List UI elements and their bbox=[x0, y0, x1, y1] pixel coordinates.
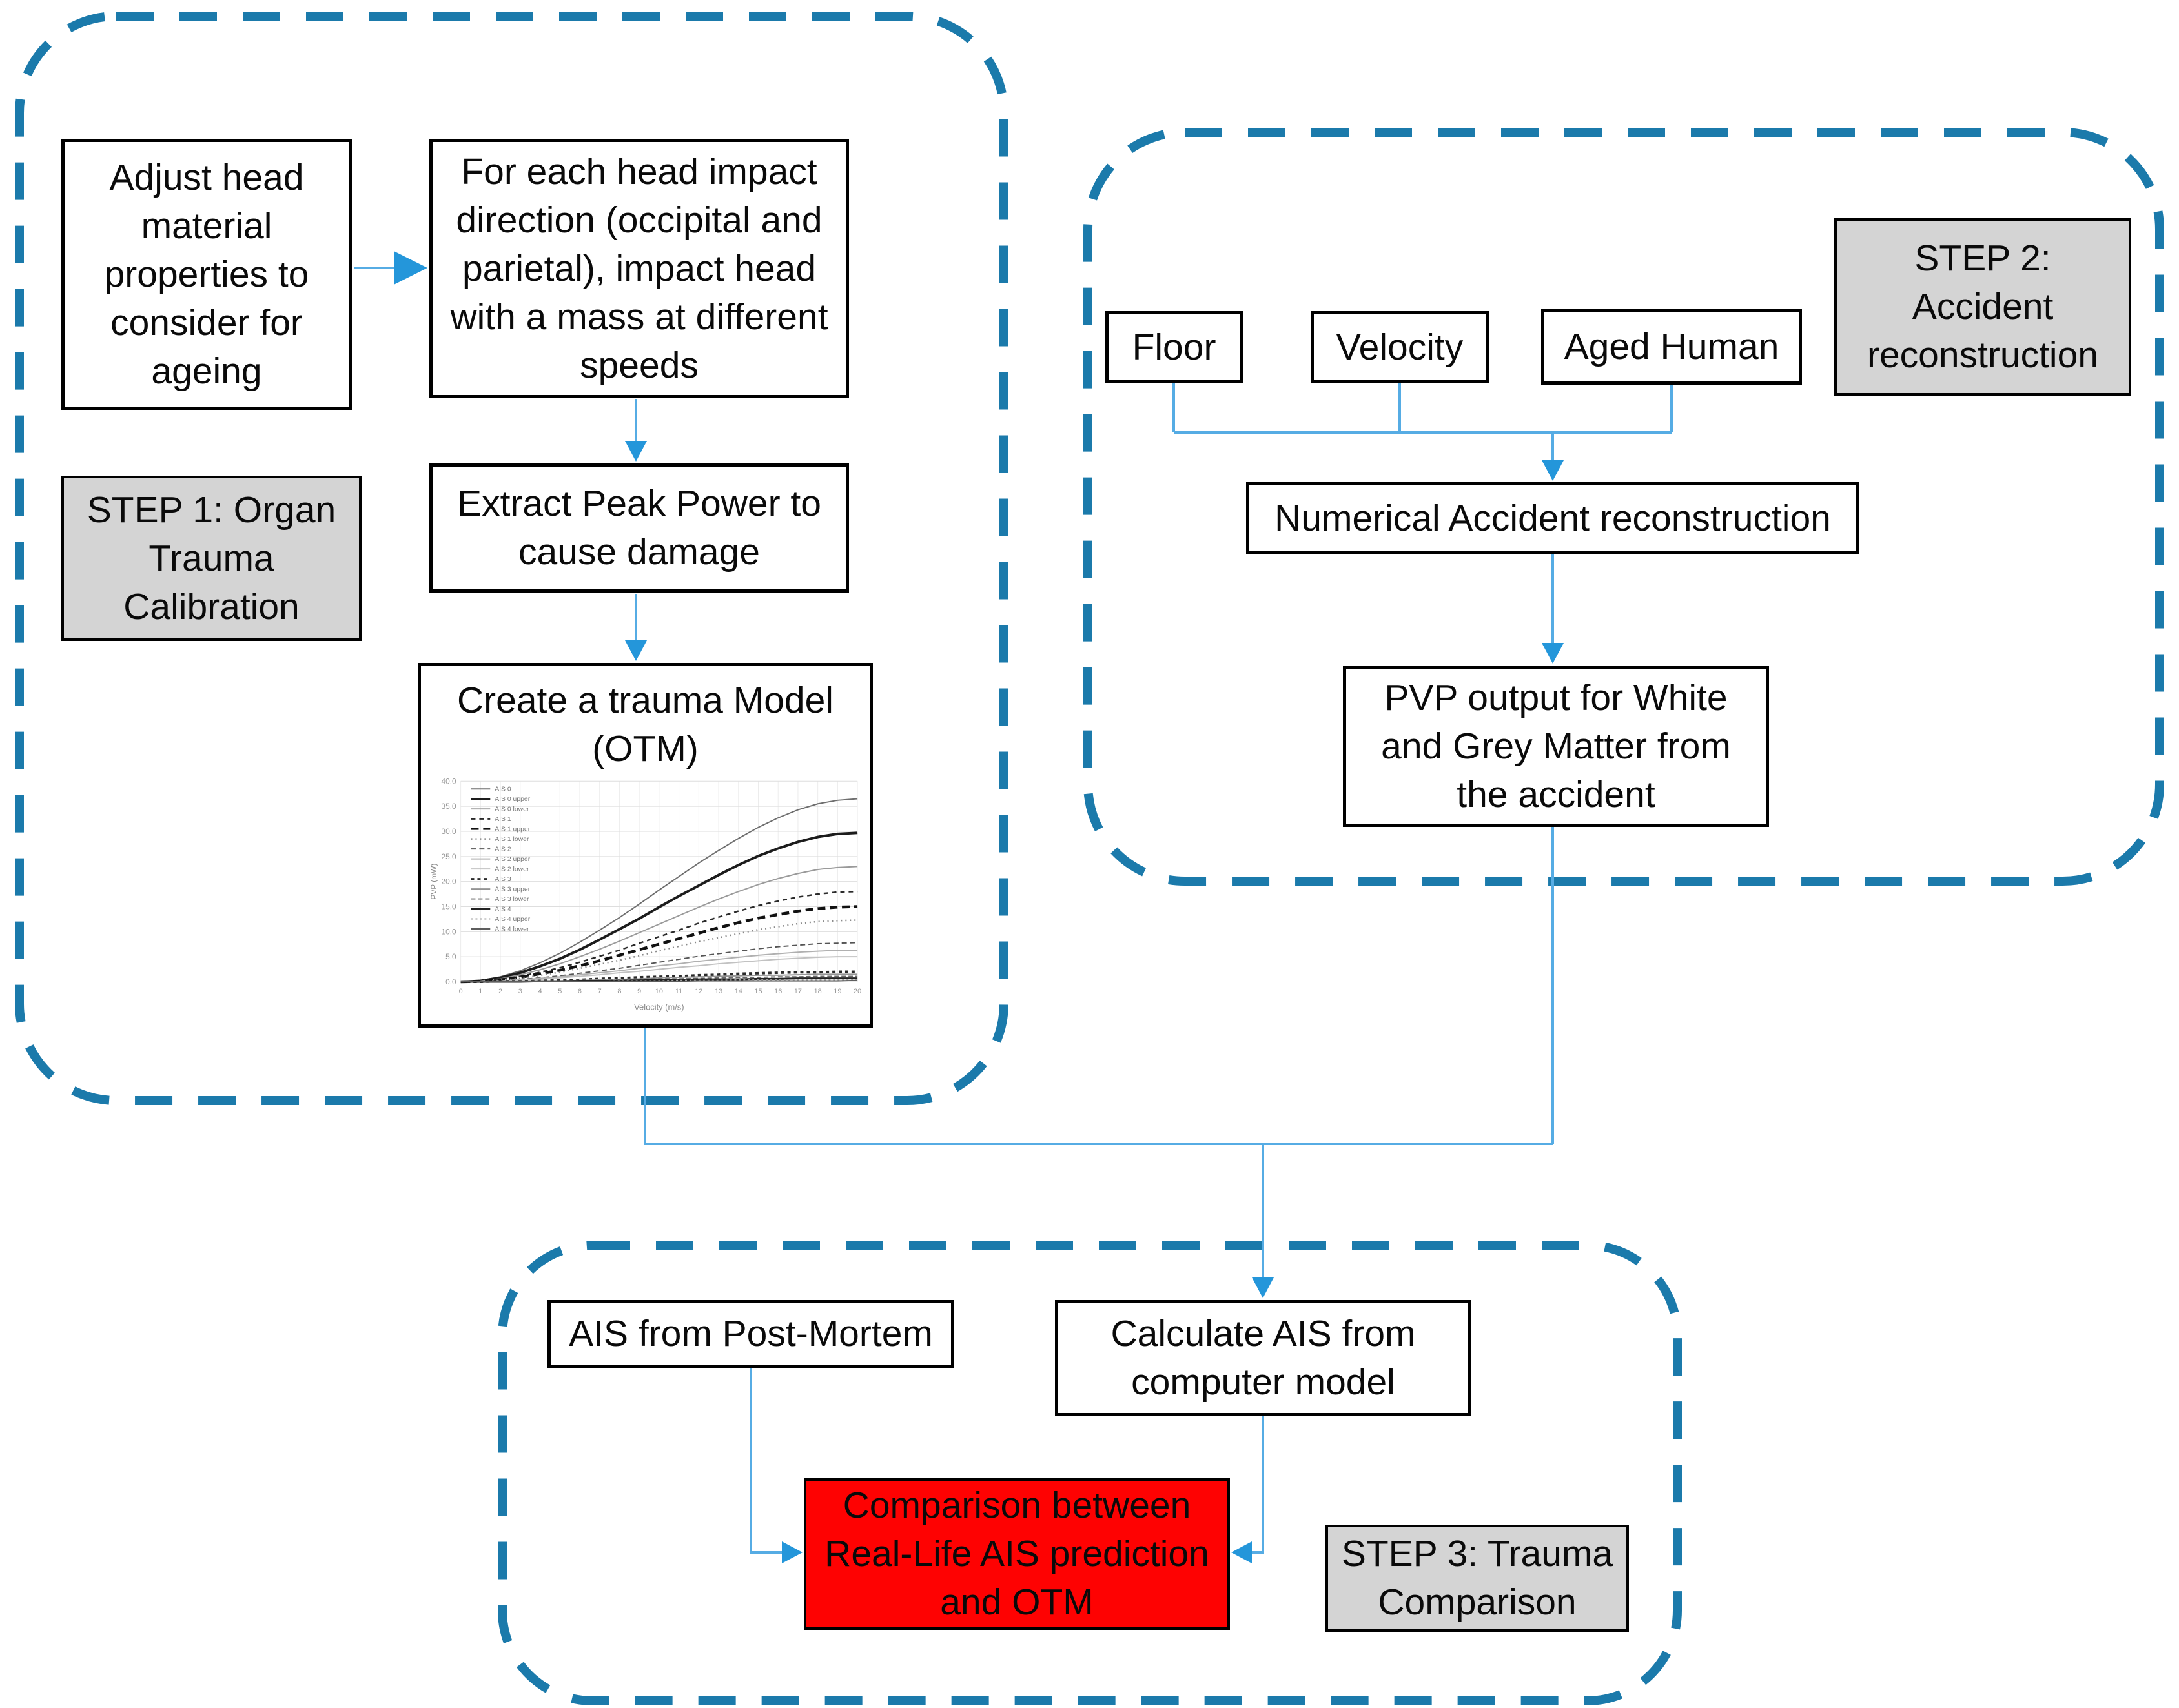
node-label: Extract Peak Power to cause damage bbox=[457, 483, 821, 573]
arrowhead-into-extract bbox=[625, 441, 647, 462]
node-velocity: Velocity bbox=[1311, 311, 1489, 383]
connector-calc-to-compare bbox=[1249, 1416, 1264, 1554]
svg-text:6: 6 bbox=[578, 988, 582, 995]
svg-text:20: 20 bbox=[854, 988, 861, 995]
arrowhead-into-numerical bbox=[1542, 460, 1564, 481]
svg-text:AIS 3 lower: AIS 3 lower bbox=[495, 896, 529, 903]
svg-text:14: 14 bbox=[735, 988, 742, 995]
svg-text:30.0: 30.0 bbox=[441, 827, 456, 836]
svg-text:5: 5 bbox=[558, 988, 562, 995]
arrowhead-into-calc bbox=[1252, 1277, 1274, 1298]
connector-otm-down bbox=[644, 1028, 1553, 1145]
svg-text:11: 11 bbox=[675, 988, 682, 995]
svg-text:40.0: 40.0 bbox=[441, 777, 456, 786]
arrowhead-into-impact bbox=[394, 251, 427, 285]
svg-text:9: 9 bbox=[637, 988, 641, 995]
svg-text:AIS 4 lower: AIS 4 lower bbox=[495, 926, 529, 933]
svg-text:0.0: 0.0 bbox=[445, 977, 456, 986]
svg-text:0: 0 bbox=[459, 988, 463, 995]
svg-text:5.0: 5.0 bbox=[445, 952, 456, 961]
svg-text:35.0: 35.0 bbox=[441, 802, 456, 811]
svg-text:10.0: 10.0 bbox=[441, 927, 456, 936]
node-label: Calculate AIS from computer model bbox=[1110, 1313, 1416, 1403]
svg-text:8: 8 bbox=[617, 988, 621, 995]
svg-text:4: 4 bbox=[538, 988, 542, 995]
svg-text:3: 3 bbox=[518, 988, 522, 995]
svg-text:Velocity (m/s): Velocity (m/s) bbox=[634, 1002, 684, 1012]
node-extract-peak-power: Extract Peak Power to cause damage bbox=[429, 463, 849, 593]
svg-text:15: 15 bbox=[754, 988, 762, 995]
svg-text:16: 16 bbox=[774, 988, 782, 995]
svg-text:18: 18 bbox=[814, 988, 822, 995]
arrowhead-into-compare-left bbox=[782, 1541, 803, 1563]
svg-text:25.0: 25.0 bbox=[441, 852, 456, 861]
svg-text:7: 7 bbox=[598, 988, 602, 995]
step2-label-box: STEP 2: Accident reconstruction bbox=[1834, 218, 2131, 396]
node-label: Adjust head material properties to consi… bbox=[104, 156, 309, 392]
svg-text:17: 17 bbox=[794, 988, 802, 995]
svg-text:AIS 2: AIS 2 bbox=[495, 846, 511, 853]
svg-text:AIS 4 upper: AIS 4 upper bbox=[495, 916, 530, 923]
node-label: Aged Human bbox=[1564, 325, 1779, 367]
node-aged-human: Aged Human bbox=[1541, 309, 1802, 385]
node-floor: Floor bbox=[1105, 311, 1243, 383]
node-label: Comparison between Real-Life AIS predict… bbox=[824, 1485, 1209, 1623]
svg-text:AIS 0 upper: AIS 0 upper bbox=[495, 796, 530, 803]
svg-text:AIS 4: AIS 4 bbox=[495, 906, 511, 913]
connector-aispm-to-compare bbox=[750, 1368, 784, 1554]
svg-text:12: 12 bbox=[695, 988, 702, 995]
node-label: Floor bbox=[1132, 326, 1216, 368]
node-head-impact-direction: For each head impact direction (occipita… bbox=[429, 139, 849, 398]
node-label: AIS from Post-Mortem bbox=[569, 1313, 933, 1354]
svg-text:PVP (mW): PVP (mW) bbox=[429, 864, 438, 900]
node-numerical-accident-reconstruction: Numerical Accident reconstruction bbox=[1246, 482, 1859, 554]
svg-text:19: 19 bbox=[834, 988, 841, 995]
arrowhead-into-pvp bbox=[1542, 643, 1564, 664]
node-label: PVP output for White and Grey Matter fro… bbox=[1381, 676, 1731, 815]
svg-text:10: 10 bbox=[655, 988, 663, 995]
node-comparison-result: Comparison between Real-Life AIS predict… bbox=[804, 1478, 1230, 1630]
svg-text:15.0: 15.0 bbox=[441, 902, 456, 911]
svg-text:AIS 0: AIS 0 bbox=[495, 786, 511, 793]
svg-text:1: 1 bbox=[478, 988, 482, 995]
node-label: Numerical Accident reconstruction bbox=[1274, 497, 1831, 539]
arrowhead-into-compare-right bbox=[1231, 1541, 1252, 1563]
node-calculate-ais: Calculate AIS from computer model bbox=[1055, 1300, 1471, 1416]
step1-label-box: STEP 1: Organ Trauma Calibration bbox=[61, 476, 362, 641]
svg-text:AIS 3: AIS 3 bbox=[495, 876, 511, 883]
svg-text:AIS 0 lower: AIS 0 lower bbox=[495, 806, 529, 813]
svg-text:AIS 3 upper: AIS 3 upper bbox=[495, 886, 530, 893]
svg-text:AIS 1 lower: AIS 1 lower bbox=[495, 836, 529, 843]
node-adjust-head-material: Adjust head material properties to consi… bbox=[61, 139, 352, 410]
svg-text:AIS 1: AIS 1 bbox=[495, 816, 511, 823]
step2-label: STEP 2: Accident reconstruction bbox=[1867, 238, 2098, 376]
step1-label: STEP 1: Organ Trauma Calibration bbox=[87, 489, 336, 627]
step3-label-box: STEP 3: Trauma Comparison bbox=[1325, 1525, 1629, 1632]
otm-title: Create a trauma Model (OTM) bbox=[457, 680, 834, 769]
svg-text:2: 2 bbox=[498, 988, 502, 995]
node-label: For each head impact direction (occipita… bbox=[450, 150, 828, 386]
node-label: Velocity bbox=[1336, 326, 1464, 368]
node-ais-from-post-mortem: AIS from Post-Mortem bbox=[547, 1300, 954, 1368]
svg-text:AIS 1 upper: AIS 1 upper bbox=[495, 826, 530, 833]
node-pvp-output: PVP output for White and Grey Matter fro… bbox=[1343, 666, 1769, 827]
svg-text:13: 13 bbox=[715, 988, 722, 995]
svg-text:AIS 2 upper: AIS 2 upper bbox=[495, 856, 530, 863]
step3-label: STEP 3: Trauma Comparison bbox=[1341, 1533, 1613, 1623]
svg-text:20.0: 20.0 bbox=[441, 877, 456, 886]
svg-text:AIS 2 lower: AIS 2 lower bbox=[495, 866, 529, 873]
arrowhead-into-otm bbox=[625, 640, 647, 661]
